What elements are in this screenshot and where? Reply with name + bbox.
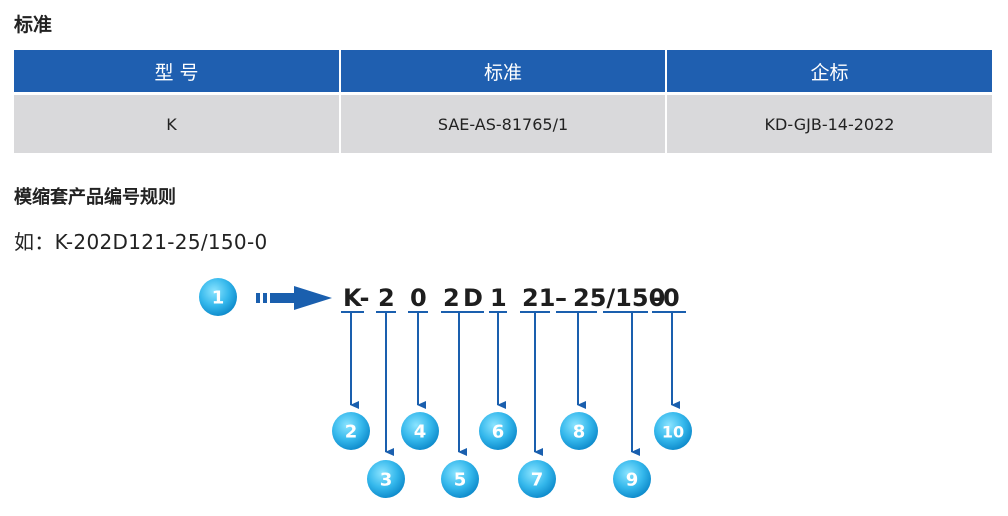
cell-model: K <box>14 93 341 153</box>
code-text: K- 2 0 2 D 1 21 – 25/150 -0 <box>343 284 680 312</box>
code-segment-0-suffix: -0 <box>653 284 680 312</box>
code-segment-21: 21 <box>522 284 555 312</box>
svg-text:10: 10 <box>662 423 684 442</box>
code-segment-2b: 2 <box>443 284 460 312</box>
callout-7: 7 <box>518 460 556 498</box>
callout-bubbles: 1 2 3 4 5 6 7 8 9 10 <box>199 278 692 498</box>
callout-6: 6 <box>479 412 517 450</box>
connector-arrows <box>350 312 680 456</box>
cell-enterprise-standard: KD-GJB-14-2022 <box>666 93 992 153</box>
code-segment-2a: 2 <box>378 284 395 312</box>
standards-table: 型 号 标准 企标 K SAE-AS-81765/1 KD-GJB-14-202… <box>14 50 992 153</box>
svg-text:8: 8 <box>573 422 586 443</box>
code-segment-k: K- <box>343 284 369 312</box>
svg-text:4: 4 <box>414 422 427 443</box>
svg-text:6: 6 <box>492 422 505 443</box>
table-row: K SAE-AS-81765/1 KD-GJB-14-2022 <box>14 93 992 153</box>
example-code: 如：K-202D121-25/150-0 <box>14 230 268 254</box>
callout-4: 4 <box>401 412 439 450</box>
callout-8: 8 <box>560 412 598 450</box>
svg-text:5: 5 <box>454 470 467 491</box>
callout-1: 1 <box>199 278 237 316</box>
code-segment-25-150: 25/150 <box>573 284 665 312</box>
svg-text:7: 7 <box>531 470 544 491</box>
section-title: 标准 <box>14 14 53 36</box>
callout-5: 5 <box>441 460 479 498</box>
callout-9: 9 <box>613 460 651 498</box>
entry-arrow <box>256 286 332 310</box>
svg-text:9: 9 <box>626 470 639 491</box>
code-segment-d: D <box>463 284 483 312</box>
header-model: 型 号 <box>14 50 341 95</box>
code-segment-dash: – <box>555 284 567 312</box>
svg-text:3: 3 <box>380 470 393 491</box>
table-header-row: 型 号 标准 企标 <box>14 50 992 95</box>
cell-standard: SAE-AS-81765/1 <box>340 93 667 153</box>
header-enterprise-standard: 企标 <box>666 50 992 95</box>
callout-3: 3 <box>367 460 405 498</box>
svg-text:1: 1 <box>212 288 225 309</box>
callout-2: 2 <box>332 412 370 450</box>
header-standard: 标准 <box>340 50 667 95</box>
callout-10: 10 <box>654 412 692 450</box>
code-segment-1: 1 <box>490 284 507 312</box>
numbering-rule-title: 模缩套产品编号规则 <box>14 187 176 208</box>
code-segment-0: 0 <box>410 284 427 312</box>
svg-text:2: 2 <box>345 422 358 443</box>
